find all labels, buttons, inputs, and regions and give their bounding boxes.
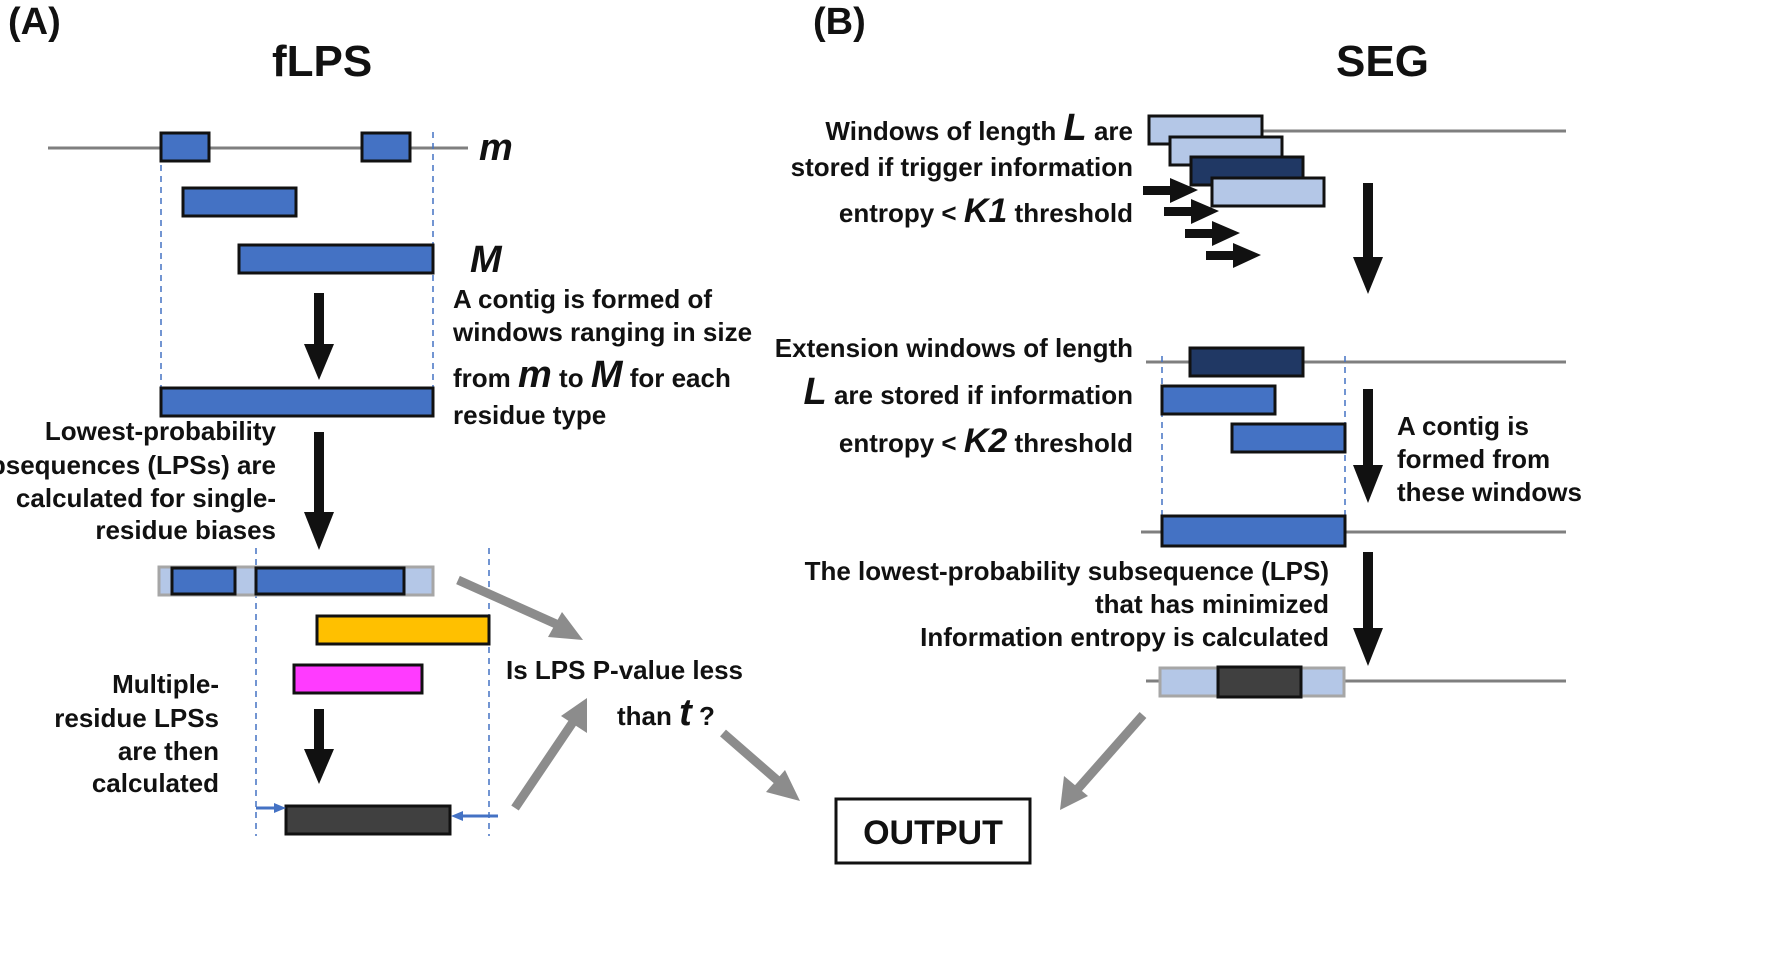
gray-arrow-to-output-left: [720, 729, 800, 801]
multi-text-line3: are then: [118, 736, 219, 766]
seg-contig-text-line3: these windows: [1397, 477, 1582, 507]
seg-contig-text-line2: formed from: [1397, 444, 1550, 474]
seg-contig-bar: [1160, 514, 1347, 548]
windows-text-line3: entropy < K1 threshold: [839, 192, 1133, 230]
arrow-down-a1: [304, 293, 334, 380]
gray-arrow-to-question-1: [456, 575, 583, 640]
contig-text-line4: residue type: [453, 400, 606, 430]
lps-text-line2: subsequences (LPSs) are: [0, 450, 276, 480]
extension-window-left: [1160, 384, 1277, 416]
extension-text-line2: L are stored if information: [804, 371, 1134, 413]
yellow-lps-bar: [315, 614, 491, 646]
arrow-down-a3: [304, 709, 334, 784]
medium-window: [181, 186, 298, 218]
lps-text-line3: calculated for single-: [16, 483, 276, 513]
final-lps-bar: [284, 804, 452, 836]
step-arrow-icon-4: [1206, 243, 1261, 268]
output-box: [834, 797, 1032, 865]
windows-text-line1: Windows of length L are: [825, 107, 1133, 149]
windows-text-line2: stored if trigger information: [791, 152, 1133, 182]
output-label: OUTPUT: [863, 814, 1003, 852]
arrow-left-small-icon: [451, 811, 498, 821]
arrow-down-a2: [304, 432, 334, 550]
step-arrow-icon-2: [1164, 199, 1219, 224]
arrow-right-small-icon: [256, 803, 286, 813]
panel-b-tag: (B): [813, 1, 866, 43]
arrow-down-b1: [1353, 183, 1383, 294]
seg-contig-text-line1: A contig is: [1397, 411, 1529, 441]
panel-b-title: SEG: [1336, 37, 1429, 86]
lps-segment-2: [254, 566, 406, 596]
seg-lps-segment: [1216, 665, 1303, 699]
contig-text-line1: A contig is formed of: [453, 284, 712, 314]
small-window-2: [360, 131, 412, 163]
M-label: M: [470, 239, 503, 281]
lps-text-line4: residue biases: [95, 515, 276, 545]
small-window-1: [159, 131, 211, 163]
multi-text-line1: Multiple-: [112, 669, 219, 699]
panel-a-tag: (A): [8, 1, 61, 43]
contig-text-line3: from m to M for each: [453, 354, 731, 396]
contig-bar: [159, 386, 435, 418]
extension-text-line1: Extension windows of length: [775, 333, 1133, 363]
extension-window-right: [1230, 422, 1347, 454]
seg-lps-text-line1: The lowest-probability subsequence (LPS): [805, 556, 1329, 586]
seg-window-4: [1210, 176, 1326, 208]
lps-segment-1: [170, 566, 237, 596]
gray-arrow-to-question-2: [511, 698, 587, 811]
lps-text-line1: Lowest-probability: [45, 416, 277, 446]
question-line1: Is LPS P-value less: [506, 655, 743, 685]
multi-text-line4: calculated: [92, 768, 219, 798]
panel-a-title: fLPS: [272, 37, 372, 86]
gray-arrow-to-output-right: [1060, 712, 1147, 810]
multi-text-line2: residue LPSs: [54, 703, 219, 733]
question-line2: than t ?: [617, 692, 715, 734]
seg-lps-text-line2: that has minimized: [1095, 589, 1329, 619]
contig-text-line2: windows ranging in size: [452, 317, 752, 347]
m-label: m: [479, 127, 513, 169]
arrow-down-b2: [1353, 389, 1383, 503]
large-window: [237, 243, 435, 275]
step-arrow-icon-1: [1143, 178, 1198, 203]
step-arrow-icon-3: [1185, 221, 1240, 246]
magenta-lps-bar: [292, 663, 424, 695]
extension-trigger-window: [1188, 346, 1305, 378]
arrow-down-b3: [1353, 552, 1383, 666]
extension-text-line3: entropy < K2 threshold: [839, 422, 1133, 460]
seg-lps-text-line3: Information entropy is calculated: [920, 622, 1329, 652]
